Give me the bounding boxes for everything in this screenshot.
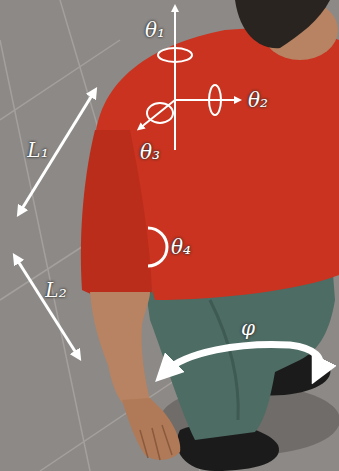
joint-angle-label: θ₂ — [248, 90, 268, 110]
length-arrow — [20, 92, 94, 212]
joint-angle-label: θ₁ — [145, 20, 165, 40]
segment-length-label: L₂ — [45, 280, 66, 300]
hair — [235, 0, 330, 48]
fingers — [140, 425, 172, 460]
hand — [122, 398, 180, 460]
rotation-angle-label: φ — [241, 318, 255, 338]
elbow-angle-arc — [148, 228, 167, 266]
rotation-axes — [140, 8, 238, 150]
length-arrow — [16, 258, 78, 356]
forearm — [90, 292, 150, 405]
rotation-arrow — [165, 344, 320, 372]
segment-length-label: L₁ — [27, 140, 48, 160]
joint-angle-label: θ₃ — [140, 142, 160, 162]
joint-angle-label: θ₄ — [171, 237, 191, 257]
